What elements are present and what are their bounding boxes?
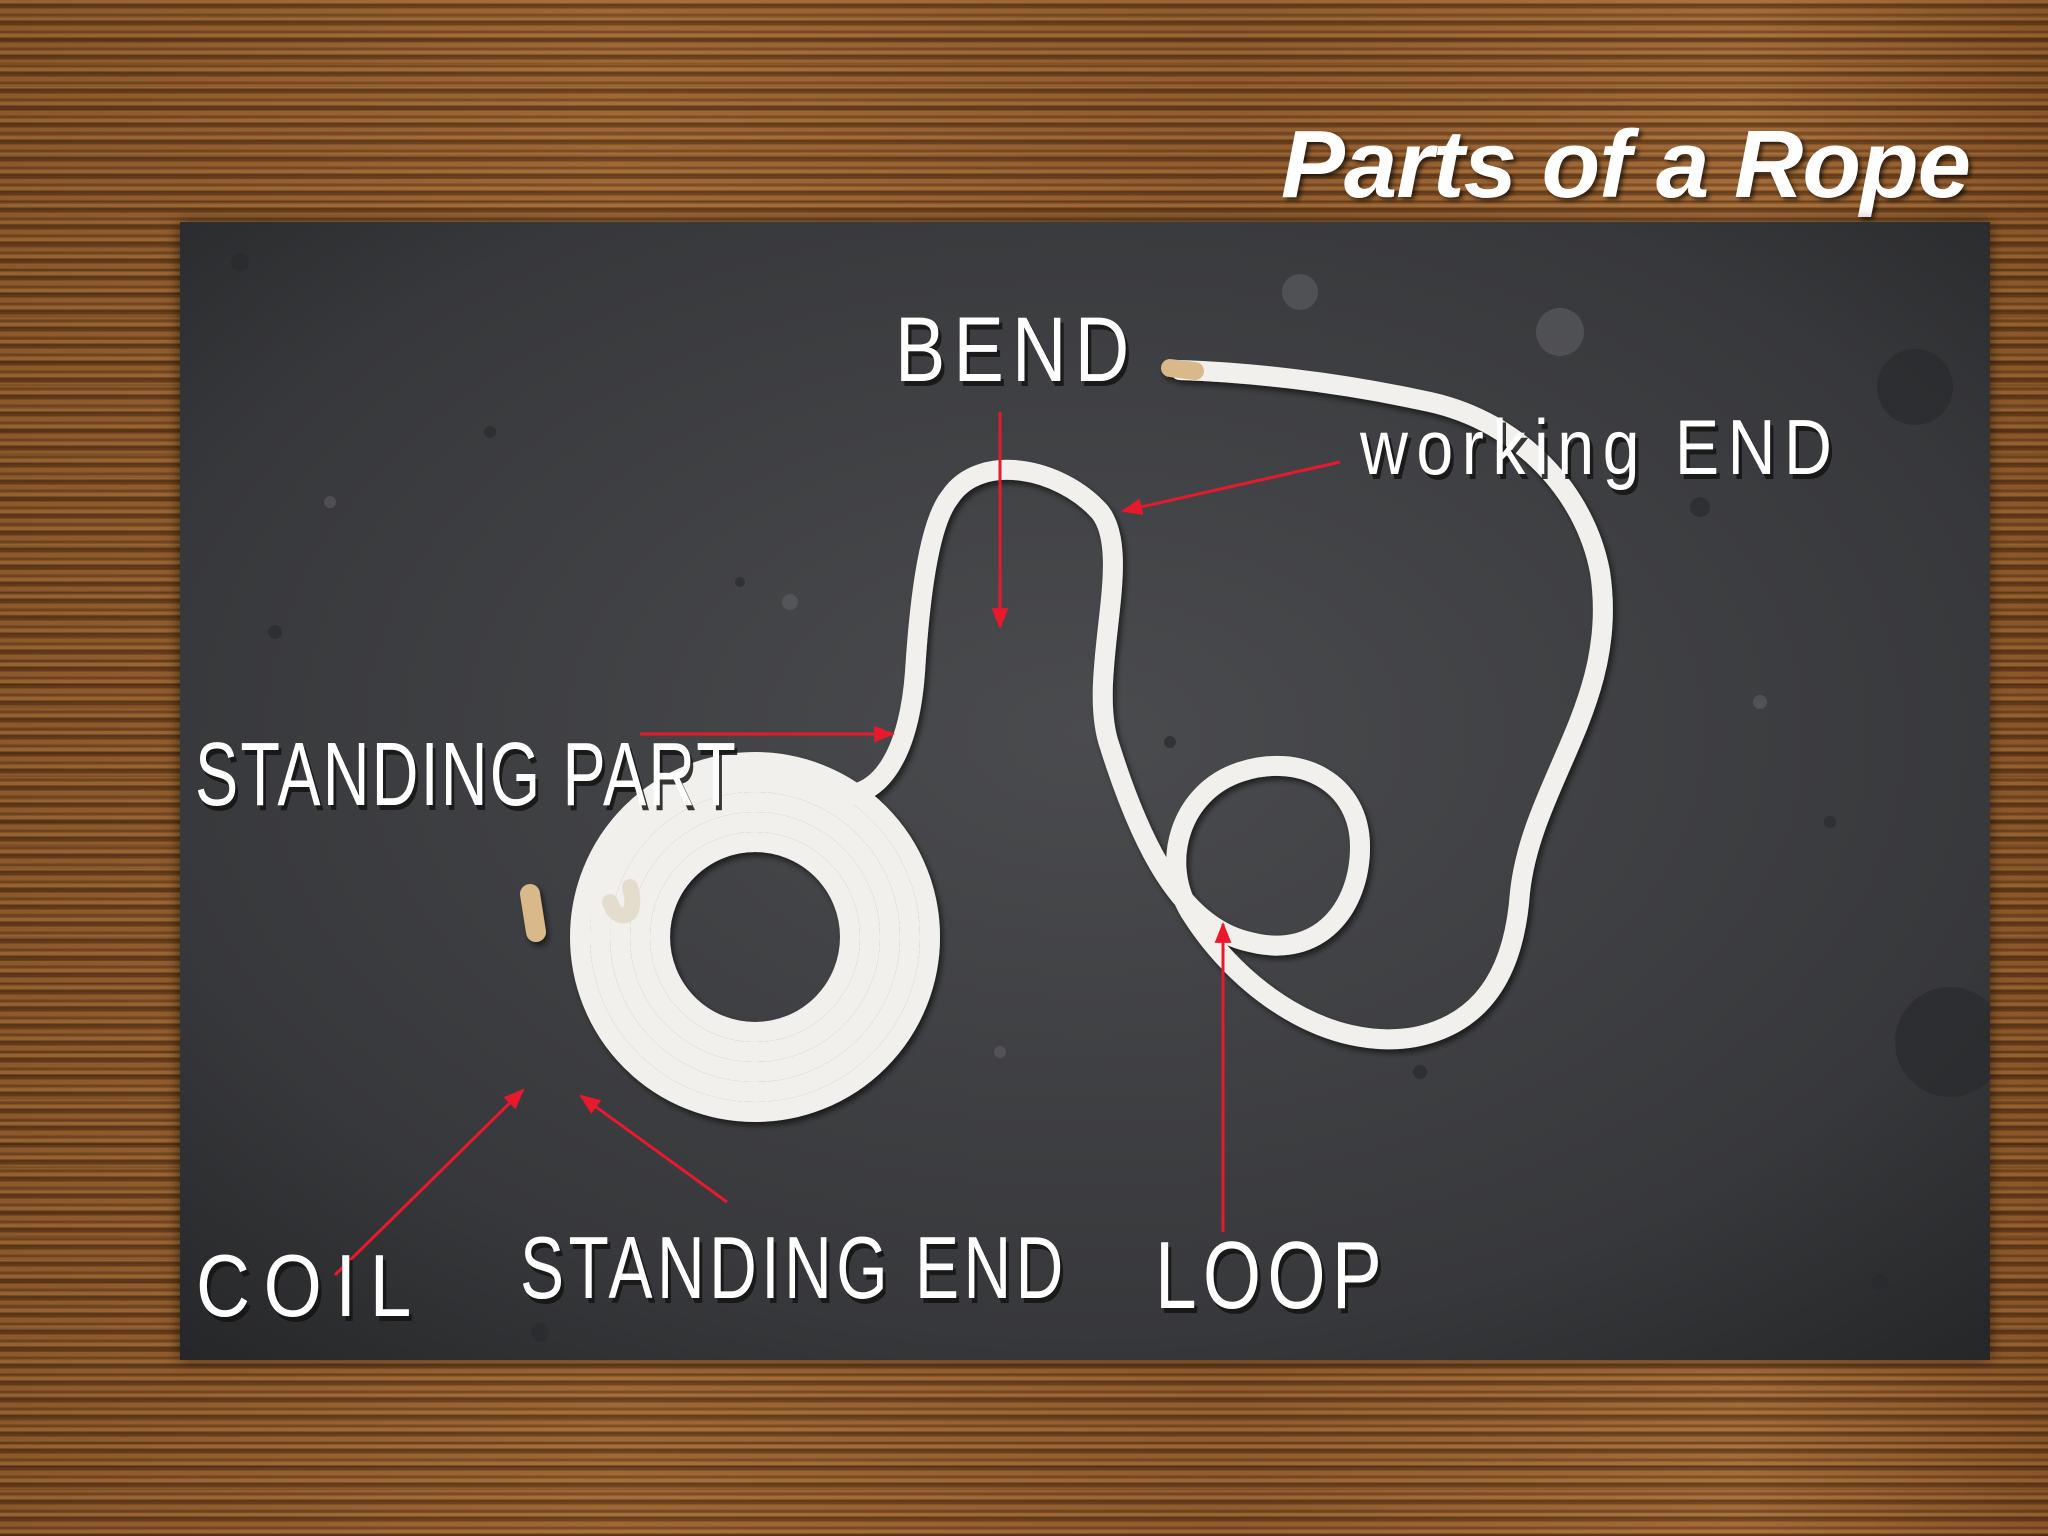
label-arrows — [333, 412, 1341, 1277]
arrow-working-end — [1120, 460, 1341, 516]
rope-inner-end — [602, 879, 641, 924]
label-working-end: working END — [1360, 403, 1841, 491]
label-standing-part: STANDING PART — [195, 725, 738, 825]
rope-main-line — [590, 360, 1613, 1050]
rope-end-tape-standing — [520, 884, 546, 942]
rope-photo: BEND working END STANDING PART COIL STAN… — [180, 222, 1990, 1360]
label-bend: BEND — [895, 299, 1138, 401]
floor-speckles — [231, 253, 1990, 1341]
rope-end-tape-working — [1161, 359, 1204, 380]
floor-highlights — [324, 274, 1767, 1058]
floor-background — [180, 222, 1990, 1360]
arrow-coil — [333, 1088, 525, 1277]
arrow-standing-end — [579, 1094, 728, 1204]
label-standing-end: STANDING END — [520, 1218, 1068, 1317]
label-coil: COIL — [196, 1236, 425, 1335]
slide-title: Parts of a Rope — [1280, 111, 1971, 218]
rope-drawing — [180, 222, 1990, 1360]
rope — [520, 359, 1613, 1122]
label-loop: LOOP — [1155, 1222, 1389, 1329]
